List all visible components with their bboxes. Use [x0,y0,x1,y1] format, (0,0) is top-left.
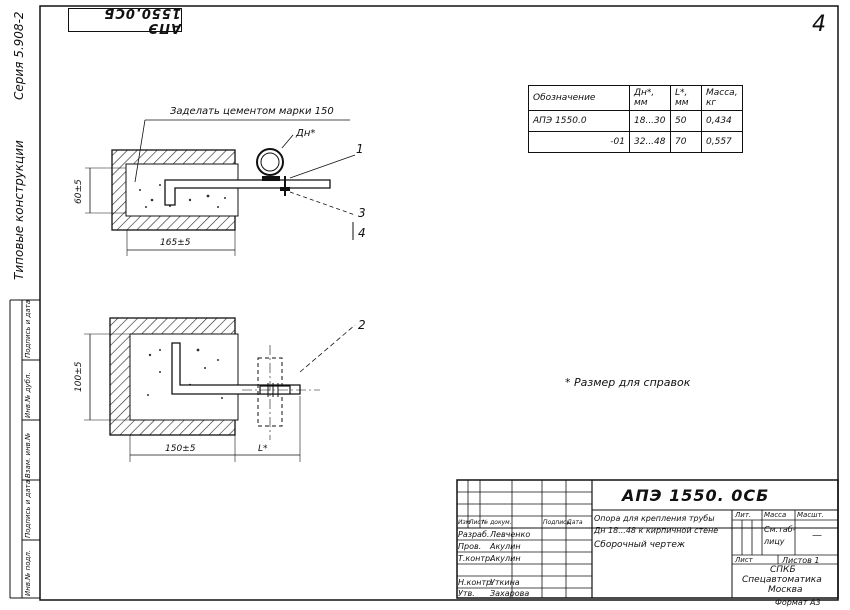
bottom-detail [84,317,356,462]
dim-top-width: 165±5 [160,238,191,248]
format-label: Формат А3 [775,598,821,607]
callout-4: 4 [358,226,366,240]
side-title: Типовые конструкции [12,140,26,280]
cell: 18...30 [629,110,671,132]
rotated-drawing-code: АПЭ 1550.0СБ [68,5,182,35]
scale-label: Масшт. [797,511,824,519]
strip-label-2: Инв.№ дубл. [24,372,32,418]
callout-1: 1 [356,142,364,156]
dim-bottom-width: 150±5 [165,444,196,454]
spec-col-l: L*, мм [670,85,702,111]
staff-role: Т.контр. [458,554,493,563]
cell: 32...48 [629,131,671,153]
cell: 70 [670,131,702,153]
col-header-sign: Подпись [543,519,570,526]
callout-3: 3 [358,206,366,220]
org-line2: Спецавтоматика [742,575,822,585]
spec-col-dn: Дн*, мм [629,85,671,111]
footnote: * Размер для справок [565,376,691,389]
callout-2: 2 [358,318,366,332]
org-line1: СПКБ [770,565,796,575]
spec-col-designation: Обозначение [528,85,630,111]
spec-table: Обозначение Дн*, мм L*, мм Масса, кг АПЭ… [528,85,743,153]
staff-role: Утв. [458,589,475,598]
title-name-line2: Дн 18...48 к кирпичной стене [594,526,719,535]
dim-bottom-l: L* [258,444,268,454]
cell: 50 [670,110,702,132]
strip-label-3: Взам. инв.№ [24,432,32,478]
staff-role: Разраб. [458,530,490,539]
title-name-line1: Опора для крепления трубы [594,514,715,523]
staff-name: Левченко [490,530,531,539]
cell: 0,434 [701,110,743,132]
sheet-label: Лист [735,556,753,564]
table-row: -01 32...48 70 0,557 [528,131,743,153]
dim-top-height: 60±5 [74,179,84,204]
scale-value: — [812,530,822,541]
note-cement: Заделать цементом марки 150 [170,106,334,117]
outer-frame [39,5,839,601]
col-header-date: Дата [567,519,583,526]
staff-name: Акулин [490,542,521,551]
table-row: АПЭ 1550.0 18...30 50 0,434 [528,110,743,132]
col-header-izm: Изм [458,519,471,526]
strip-label-1: Подпись и дата [24,300,32,358]
strip-label-5: Инв.№ подл. [24,549,32,596]
strip-label-4: Подпись и дата [24,480,32,538]
title-block-code: АПЭ 1550. 0СБ [622,486,770,505]
sheet-number: 4 [812,12,826,37]
label-dn: Дн* [296,128,316,139]
cell: АПЭ 1550.0 [528,110,630,132]
mass-value: См.таб-лицу [764,525,796,546]
staff-name: Захарова [490,589,530,598]
top-detail [85,119,356,256]
col-header-list: Лист [469,519,485,526]
title-name-line3: Сборочный чертеж [594,540,686,550]
title-block-grid [456,479,839,599]
lit-label: Лит. [735,511,752,519]
spec-col-mass: Масса, кг [701,85,743,111]
col-header-doc: № докум. [482,519,512,526]
mass-label: Масса [764,511,787,519]
staff-role: Пров. [458,542,482,551]
staff-role: Н.контр. [458,578,494,587]
side-series: Серия 5.908-2 [12,11,26,100]
org-line3: Москва [768,585,803,595]
spec-header-row: Обозначение Дн*, мм L*, мм Масса, кг [528,85,743,111]
sheets-label: Листов 1 [782,556,820,565]
staff-name: Уткина [490,578,520,587]
staff-name: Акулин [490,554,521,563]
cell: 0,557 [701,131,743,153]
cell: -01 [528,131,630,153]
dim-bottom-height: 100±5 [74,361,84,392]
